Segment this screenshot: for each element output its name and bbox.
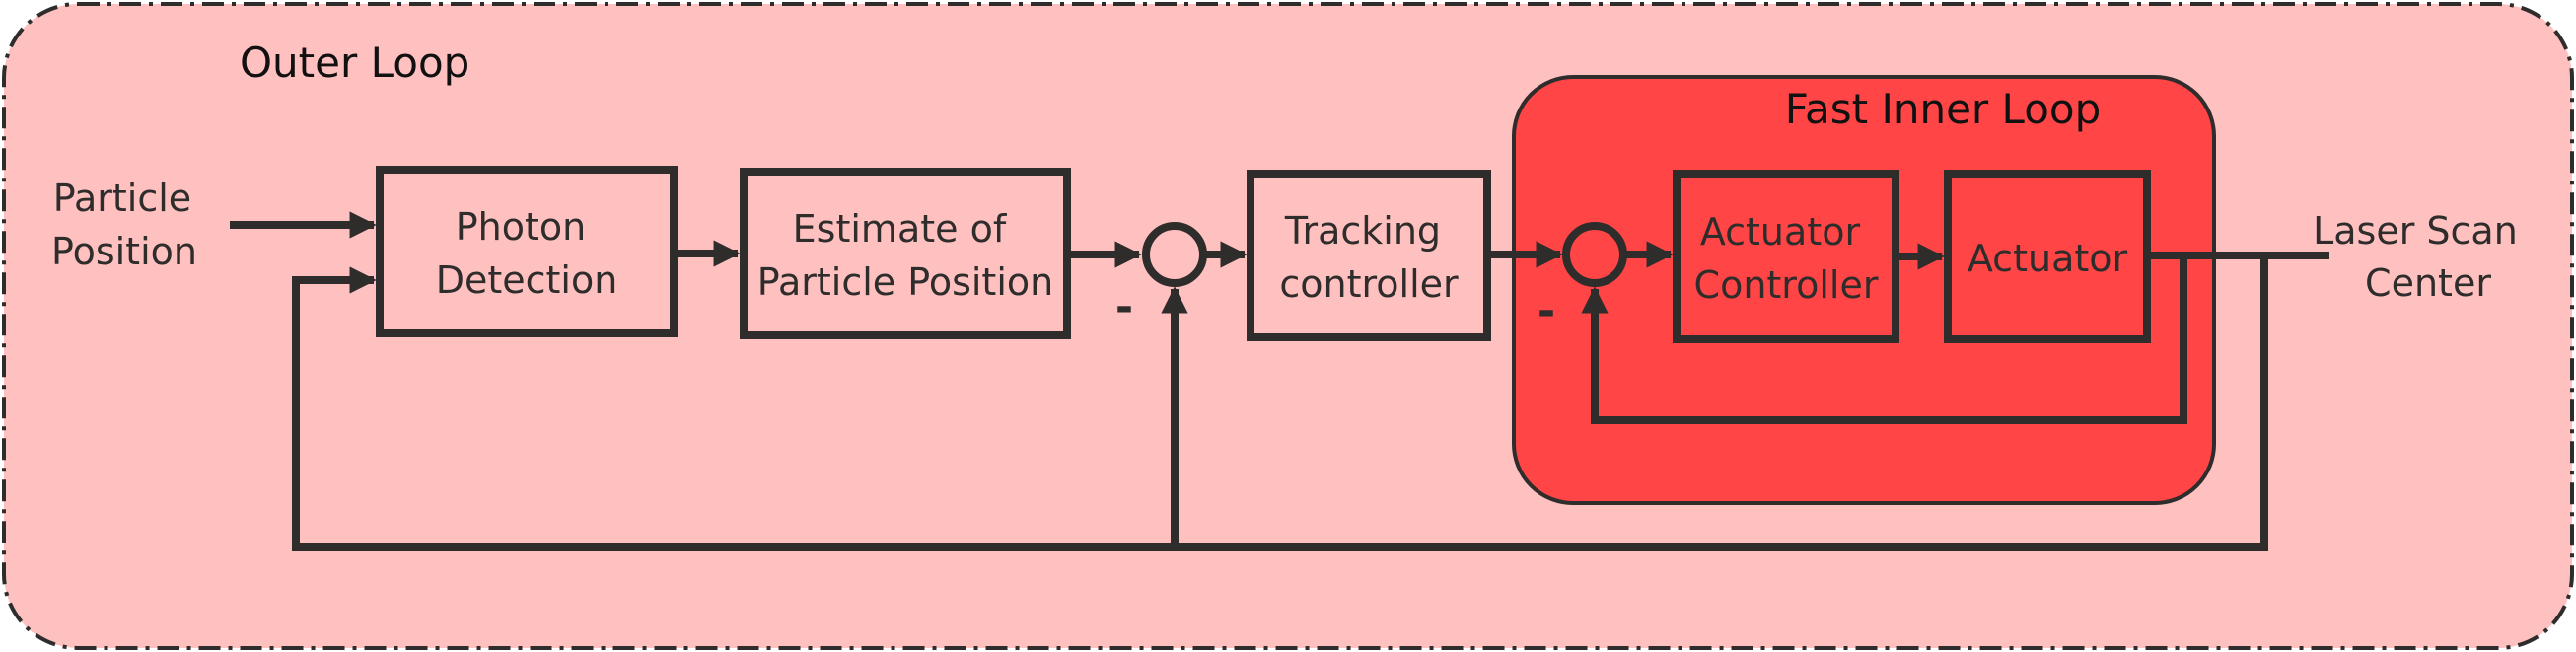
photon-detection-block: Photon Detection <box>376 166 678 337</box>
outer-sum-minus-sign: - <box>1115 282 1133 332</box>
actuator-block: Actuator <box>1944 170 2151 343</box>
signal-lines <box>230 211 2329 551</box>
input-label: Particle Position <box>51 177 203 273</box>
output-label: Laser Scan Center <box>2313 209 2530 305</box>
inner-sum-minus-sign: - <box>1538 286 1555 336</box>
svg-text:Tracking controller: Tracking controller <box>1279 209 1459 306</box>
estimate-block: Estimate of Particle Position <box>740 168 1071 339</box>
actuator-controller-block: Actuator Controller <box>1673 170 1899 343</box>
inner-loop-title: Fast Inner Loop <box>1785 85 2102 133</box>
outer-summing-junction <box>1142 222 1207 287</box>
svg-text:Actuator: Actuator <box>1968 237 2128 280</box>
outer-loop-title: Outer Loop <box>240 38 469 87</box>
tracking-controller-block: Tracking controller <box>1247 170 1491 341</box>
svg-text:Estimate of Particle Pos: Estimate of Particle Position <box>757 207 1053 304</box>
inner-summing-junction <box>1562 222 1627 287</box>
svg-text:Photon Detection: Photon Detection <box>436 205 618 302</box>
svg-text:Actuator Controller: Actuator Controller <box>1694 210 1879 307</box>
